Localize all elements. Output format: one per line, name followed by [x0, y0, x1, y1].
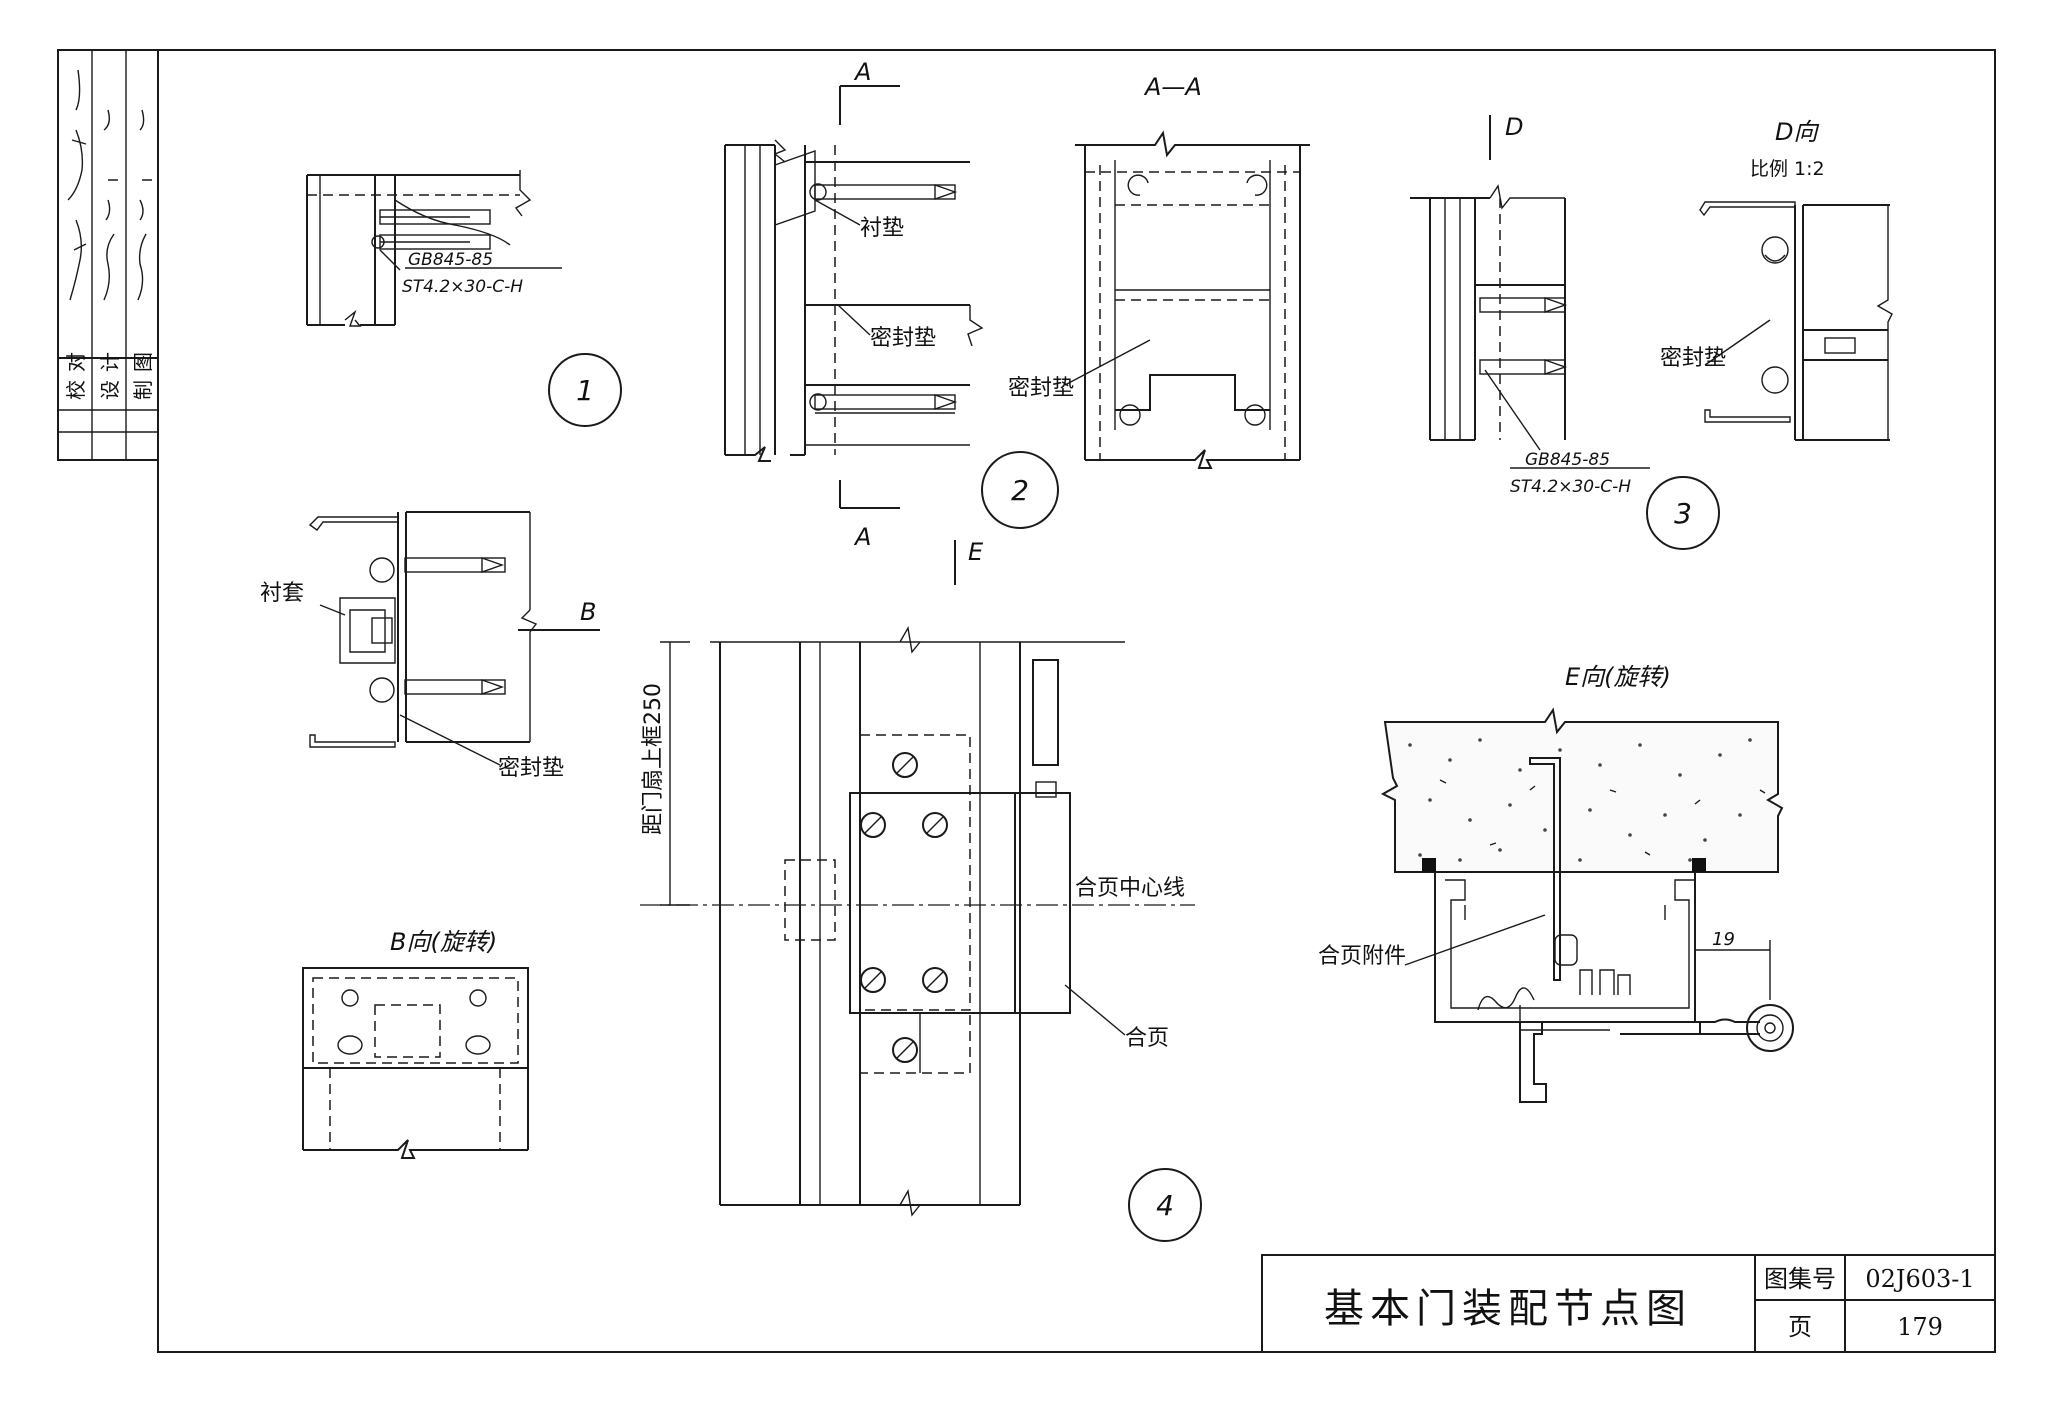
detail3-spec-line2: ST4.2×30-C-H — [1510, 477, 1631, 497]
section-D: D — [1505, 113, 1523, 141]
label-seal-gasket-2: 密封垫 — [870, 326, 936, 351]
signature-sidebar: 校对 设计 制图 — [57, 49, 159, 461]
view-E: E向(旋转) 19 合页附件 — [1318, 663, 1794, 1103]
view-B-title: B向(旋转) — [390, 928, 497, 956]
atlas-number: 02J603-1 — [1865, 1265, 1974, 1293]
label-sleeve: 衬套 — [260, 581, 304, 606]
label-seal-gasket-b: 密封垫 — [498, 756, 564, 781]
drawing-title: 基本门装配节点图 — [1324, 1286, 1692, 1332]
detail3-spec-line1: GB845-85 — [1525, 450, 1610, 470]
dim-250-label: 距门扇上框250 — [641, 683, 666, 835]
sidebar-label-draw: 制图 — [131, 352, 155, 400]
signature-scribble — [137, 109, 152, 301]
screw-holes — [860, 752, 948, 1063]
section-B-mark: B — [580, 598, 596, 626]
section-AA-title: A—A — [1143, 73, 1202, 101]
page-number: 179 — [1897, 1313, 1943, 1341]
signature-scribble — [103, 109, 118, 301]
section-E: E — [968, 538, 984, 566]
detail1-spec-line2: ST4.2×30-C-H — [402, 277, 523, 297]
concrete-hatch — [1408, 738, 1766, 862]
atlas-number-label: 图集号 — [1764, 1265, 1836, 1293]
sheet-border — [157, 49, 1996, 1353]
detail1-spec-line1: GB845-85 — [408, 250, 493, 270]
view-E-title: E向(旋转) — [1565, 663, 1671, 691]
label-hinge-centerline: 合页中心线 — [1075, 876, 1185, 901]
section-B-detail: B 衬套 密封垫 — [260, 511, 600, 781]
page-label: 页 — [1788, 1313, 1812, 1341]
label-hinge-fitting: 合页附件 — [1318, 944, 1406, 969]
section-A-top: A — [853, 58, 871, 86]
signature-scribble — [67, 69, 87, 301]
detail-1: GB845-85 ST4.2×30-C-H 1 — [306, 170, 622, 427]
detail-number-1: 1 — [576, 374, 594, 407]
label-gasket: 衬垫 — [860, 216, 904, 241]
sidebar-label-check: 校对 — [64, 352, 88, 400]
view-D: D向 比例 1:2 密封垫 — [1660, 118, 1893, 441]
title-block: 基本门装配节点图 图集号 02J603-1 页 179 — [1261, 1254, 1996, 1353]
detail-number-4: 4 — [1156, 1189, 1174, 1222]
view-D-scale: 比例 1:2 — [1750, 158, 1825, 180]
detail-3: D GB845-85 ST4.2×30-C-H 3 — [1410, 113, 1720, 550]
section-AA: A—A 密封垫 — [1008, 73, 1310, 469]
detail-4: E 距门扇上框250 合页中心线 — [640, 538, 1202, 1242]
label-seal-gasket-d: 密封垫 — [1660, 346, 1726, 371]
section-A-bottom: A — [853, 523, 871, 551]
detail-number-3: 3 — [1674, 497, 1692, 530]
view-D-title: D向 — [1775, 118, 1819, 146]
dim-19: 19 — [1712, 929, 1735, 950]
sidebar-label-design: 设计 — [98, 352, 122, 400]
detail-2: A A 衬垫 密封垫 2 — [724, 58, 1059, 551]
view-B: B向(旋转) — [302, 928, 529, 1159]
label-seal-gasket-aa: 密封垫 — [1008, 376, 1074, 401]
concrete-slab — [1380, 707, 1784, 873]
detail-number-2: 2 — [1011, 474, 1029, 507]
label-hinge: 合页 — [1125, 1026, 1169, 1051]
